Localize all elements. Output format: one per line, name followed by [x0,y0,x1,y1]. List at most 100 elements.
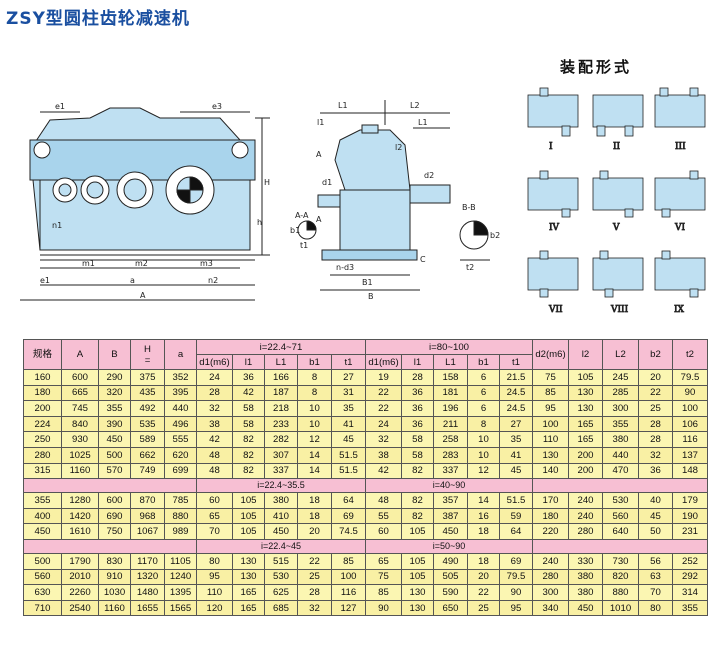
table-cell: 640 [602,523,640,540]
table-cell: 106 [672,415,709,433]
label-A-top: A [316,150,322,159]
table-cell: 51.5 [499,492,534,509]
table-cell: 320 [98,384,131,402]
table-cell: 730 [602,552,640,570]
table-cell: 8 [297,384,332,402]
table-cell: 58 [401,446,435,464]
table-cell: 10 [297,415,332,433]
table-cell: 28 [297,584,332,601]
table-cell: 258 [433,431,469,448]
table-cell: 41 [330,415,367,433]
table-cell: 352 [164,369,197,386]
table-cell: 880 [164,507,197,525]
table-cell: 18 [297,492,332,509]
table-cell: 650 [433,599,469,617]
assembly-form-9: IX [654,250,706,315]
table-cell: 24.5 [499,384,534,402]
table-cell: 240 [568,492,604,509]
table-cell: 245 [602,369,640,386]
side-view-labels: L1 L2 L1 l1 l2 A A d1 d2 A-A b1 t1 n-d3 … [290,101,500,301]
table-cell: 1280 [61,492,99,509]
table-cell: 130 [532,446,570,464]
table-cell: 165 [568,415,604,433]
header-d2: d2(m6) [532,339,570,370]
table-cell: 10 [467,431,501,448]
table-cell: 968 [130,507,165,525]
label-l1: l1 [317,118,324,127]
table-cell: 130 [232,552,265,570]
header-t2: t2 [672,339,709,370]
table-cell: 1420 [61,507,99,525]
table-cell: 110 [532,431,570,448]
table-cell: 45 [499,462,534,480]
table-cell: 22 [365,384,403,402]
table-cell: 18 [297,507,332,525]
table-cell: 160 [23,369,62,386]
table-cell: 570 [98,462,131,480]
table-cell: 250 [23,431,62,448]
table-cell: 355 [602,415,640,433]
table-cell: 95 [196,568,233,586]
table-cell: 180 [23,384,62,402]
table-cell: 82 [401,462,435,480]
table-cell: 515 [264,552,298,570]
table-cell: 127 [330,599,367,617]
table-cell: 187 [264,384,298,402]
table-cell: 59 [499,507,534,525]
table-cell: 165 [232,584,265,601]
table-cell: 64 [499,523,534,540]
table-cell: 58 [232,415,265,433]
table-cell: 492 [130,400,165,417]
table-cell: 2010 [61,568,99,586]
table-cell: 410 [264,507,298,525]
table-cell: 116 [672,431,709,448]
label-d1: d1 [322,178,332,187]
table-cell: 69 [330,507,367,525]
table-cell: 82 [401,507,435,525]
table-cell: 490 [433,552,469,570]
table-cell: 32 [297,599,332,617]
table-cell: 2540 [61,599,99,617]
table-cell: 130 [401,584,435,601]
table-cell: 12 [467,462,501,480]
table-cell: 36 [638,462,674,480]
label-m2: m2 [135,259,148,268]
table-cell: 224 [23,415,62,433]
header-group1: i=22.4~71 [195,339,367,355]
table-cell: 600 [98,492,131,509]
section-ratio-label: i=22.4~35.5 [195,478,367,494]
table-cell: 32 [365,431,403,448]
table-cell: 10 [297,400,332,417]
table-cell: 55 [365,507,403,525]
header-cols2-d1: d1(m6) [365,354,403,370]
table-cell: 35 [499,431,534,448]
table-cell: 140 [532,462,570,480]
table-cell: 51.5 [330,462,367,480]
table-cell: 22 [467,584,501,601]
label-n2: n2 [208,276,218,285]
front-view-labels: e1 e3 H h n1 m1 m2 m3 e1 a n2 A [40,102,270,300]
label-e1: e1 [55,102,65,111]
label-l2: l2 [395,143,402,152]
svg-text:IX: IX [674,305,685,315]
table-cell: 28 [196,384,233,402]
table-cell: 500 [23,552,62,570]
table-cell: 930 [61,431,99,448]
assembly-forms: I II III IV V VI VII VIII IX [527,87,706,315]
page-title: ZSY型圆柱齿轮减速机 [6,9,190,29]
table-cell: 41 [499,446,534,464]
table-cell: 625 [264,584,298,601]
table-cell: 252 [672,552,709,570]
table-cell: 710 [23,599,62,617]
table-cell: 282 [264,431,298,448]
table-cell: 165 [232,599,265,617]
table-cell: 36 [401,415,435,433]
table-cell: 130 [568,384,604,402]
table-cell: 1790 [61,552,99,570]
table-cell: 105 [401,523,435,540]
table-cell: 530 [602,492,640,509]
table-cell: 56 [638,552,674,570]
